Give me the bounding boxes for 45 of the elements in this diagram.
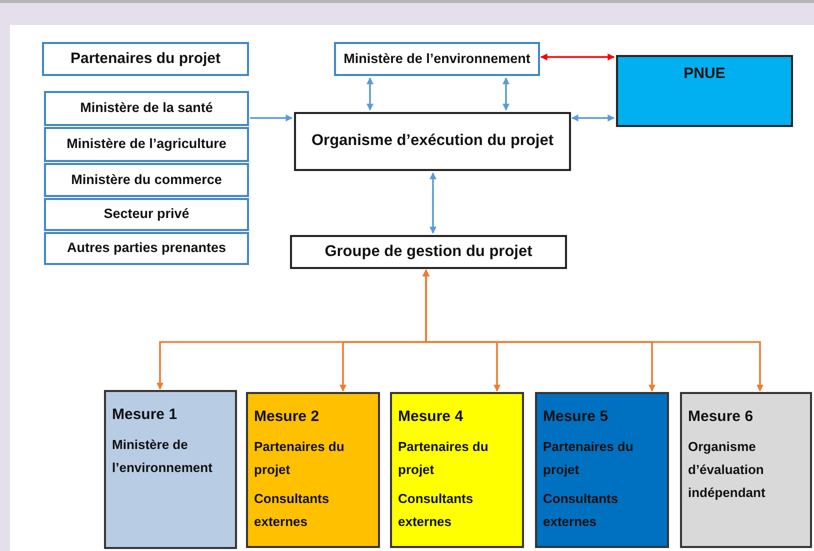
process-box bbox=[290, 235, 567, 269]
card-text: Consultants externes bbox=[398, 490, 474, 530]
process-box bbox=[44, 127, 249, 162]
box-label: Ministère du commerce bbox=[71, 172, 222, 188]
process-box bbox=[44, 163, 249, 197]
process-box bbox=[44, 232, 249, 265]
arrow bbox=[250, 114, 293, 122]
process-box bbox=[334, 42, 540, 76]
card-text: Partenaires du projet bbox=[398, 438, 490, 479]
card-text: Consultants externes bbox=[254, 490, 330, 530]
card-text: Consultants externes bbox=[543, 490, 620, 530]
card-title: Mesure 4 bbox=[398, 407, 464, 427]
measure-card bbox=[246, 392, 380, 548]
measure-card bbox=[104, 390, 237, 549]
box-label: Autres parties prenantes bbox=[66, 240, 226, 257]
measure-card bbox=[390, 392, 524, 548]
box-label: Secteur privé bbox=[104, 206, 190, 223]
arrow bbox=[540, 54, 615, 60]
card-title: Mesure 1 bbox=[112, 405, 178, 425]
box-label: Organisme d’exécution du projet bbox=[311, 132, 554, 151]
measure-card bbox=[680, 392, 812, 548]
box-label: Groupe de gestion du projet bbox=[324, 242, 532, 262]
card-text: Organisme d’évaluation indépendant bbox=[688, 438, 766, 502]
arrow bbox=[571, 114, 615, 122]
card-text: Ministère de l’environnement bbox=[112, 436, 214, 477]
arrow bbox=[430, 172, 436, 234]
process-box bbox=[44, 198, 249, 231]
card-title: Mesure 5 bbox=[543, 407, 608, 427]
measure-card bbox=[535, 392, 669, 548]
card-title: Mesure 6 bbox=[688, 407, 754, 427]
box-label: Partenaires du projet bbox=[70, 50, 221, 68]
card-text: Partenaires du projet bbox=[543, 438, 634, 479]
card-text: Partenaires du projet bbox=[254, 438, 346, 479]
process-box bbox=[616, 55, 793, 127]
process-box bbox=[44, 91, 249, 126]
arrow bbox=[422, 269, 764, 392]
box-label: Ministère de la santé bbox=[80, 100, 213, 117]
box-label: PNUE bbox=[684, 65, 726, 83]
arrow bbox=[502, 77, 510, 111]
process-box bbox=[294, 112, 571, 171]
box-label: Ministère de l’agriculture bbox=[66, 136, 226, 153]
card-title: Mesure 2 bbox=[254, 407, 320, 427]
process-box bbox=[42, 42, 249, 76]
arrow bbox=[366, 77, 374, 111]
box-label: Ministère de l’environnement bbox=[344, 50, 530, 68]
